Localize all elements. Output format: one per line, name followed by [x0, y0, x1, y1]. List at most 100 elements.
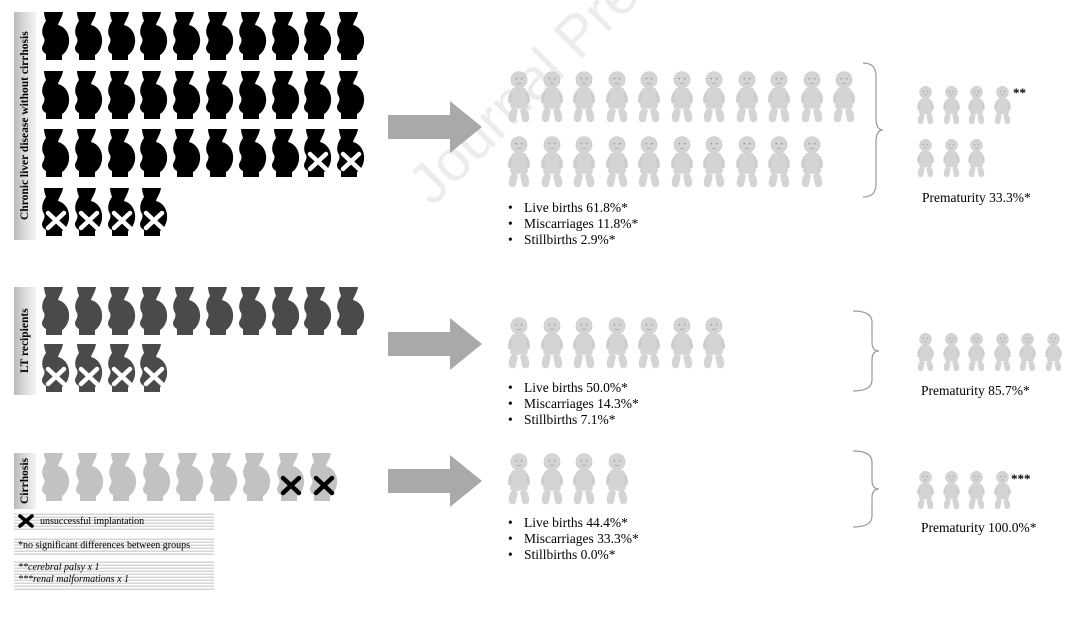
pregnancy-figure	[237, 12, 267, 65]
preterm-baby-figure	[1017, 330, 1038, 381]
pregnancy-figure	[204, 12, 234, 65]
stat-miscarriages: Miscarriages 11.8%*	[506, 216, 638, 232]
baby-figure	[505, 314, 533, 379]
preterm-baby-figure	[966, 136, 987, 187]
pregnancy-figure	[171, 12, 201, 65]
pregnancy-figure	[237, 70, 267, 124]
legend-unsuccessful-text: unsuccessful implantation	[40, 515, 145, 527]
baby-figure	[635, 133, 663, 198]
pregnancy-figure	[208, 453, 238, 506]
stats-list-chronic: Live births 61.8%* Miscarriages 11.8%* S…	[506, 200, 638, 248]
preterm-baby-figure	[941, 468, 962, 519]
preterm-baby-figure	[915, 83, 936, 134]
pregnancy-figure-unsuccessful	[40, 344, 70, 397]
pregnancy-figure	[73, 129, 103, 182]
baby-figure	[538, 133, 566, 198]
pregnancy-figure	[40, 129, 70, 182]
stat-stillbirths: Stillbirths 2.9%*	[506, 232, 638, 248]
pregnancy-figure	[138, 129, 168, 182]
pregnancy-figure	[335, 70, 365, 124]
pregnancy-figure	[40, 287, 70, 340]
pregnancy-figure	[40, 453, 70, 506]
pregnancy-figure	[73, 12, 103, 65]
pregnancy-figure	[204, 129, 234, 182]
brace-cirrhosis	[852, 450, 880, 528]
pregnancy-figure-unsuccessful	[302, 129, 332, 182]
preterm-baby-figure	[915, 468, 936, 519]
stat-miscarriages: Miscarriages 14.3%*	[506, 396, 639, 412]
baby-figure	[700, 133, 728, 198]
stat-stillbirths: Stillbirths 0.0%*	[506, 547, 639, 563]
pregnancy-figure	[40, 12, 70, 65]
baby-figure	[603, 68, 631, 133]
group-label-cirrhosis: Cirrhosis	[14, 453, 36, 509]
pregnancy-figure-unsuccessful	[308, 453, 338, 506]
baby-figure	[700, 68, 728, 133]
baby-figure	[538, 450, 566, 515]
pregnancy-figure	[270, 287, 300, 340]
preterm-baby-figure	[915, 136, 936, 187]
pregnancy-figure	[106, 12, 136, 65]
arrow-chronic	[388, 101, 482, 153]
preterm-baby-figure	[992, 330, 1013, 381]
preterm-baby-figure	[941, 330, 962, 381]
prematurity-lt: Prematurity 85.7%*	[921, 383, 1030, 398]
baby-figure	[505, 68, 533, 133]
baby-figure	[570, 450, 598, 515]
legend-no-sig-text: *no significant differences between grou…	[18, 540, 190, 551]
annotation-chronic: **	[1013, 85, 1026, 100]
baby-figure	[570, 133, 598, 198]
legend-note-cerebral: **cerebral palsy x 1	[18, 562, 100, 573]
pregnancy-figure	[241, 453, 271, 506]
pregnancy-figure	[302, 287, 332, 340]
legend-note-renal: ***renal malformations x 1	[18, 574, 130, 585]
pregnancy-figure	[204, 287, 234, 340]
baby-figure	[798, 133, 826, 198]
pregnancy-figure	[171, 129, 201, 182]
baby-figure	[603, 133, 631, 198]
pregnancy-figure	[270, 12, 300, 65]
arrow-lt	[388, 318, 482, 370]
baby-figure	[798, 68, 826, 133]
pregnancy-figure-unsuccessful	[73, 344, 103, 397]
baby-figure	[668, 314, 696, 379]
pregnancy-figure	[335, 12, 365, 65]
group-label-chronic: Chronic liver disease without cirrhosis	[14, 12, 36, 240]
baby-figure	[505, 133, 533, 198]
baby-figure	[603, 314, 631, 379]
baby-figure	[505, 450, 533, 515]
stat-live-births: Live births 61.8%*	[506, 200, 638, 216]
stat-live-births: Live births 50.0%*	[506, 380, 639, 396]
stat-miscarriages: Miscarriages 33.3%*	[506, 531, 639, 547]
cross-icon	[18, 514, 34, 528]
pregnancy-figure	[106, 70, 136, 124]
pregnancy-figure-unsuccessful	[138, 344, 168, 397]
pregnancy-figure-unsuccessful	[73, 187, 103, 241]
pregnancy-figure	[270, 70, 300, 124]
baby-figure	[635, 68, 663, 133]
pregnancy-figure	[106, 129, 136, 182]
pregnancy-figure-unsuccessful	[40, 187, 70, 241]
baby-figure	[603, 450, 631, 515]
baby-figure	[700, 314, 728, 379]
preterm-baby-figure	[966, 330, 987, 381]
preterm-baby-figure	[1043, 330, 1064, 381]
stat-stillbirths: Stillbirths 7.1%*	[506, 412, 639, 428]
baby-figure	[635, 314, 663, 379]
baby-figure	[765, 68, 793, 133]
pregnancy-figure-unsuccessful	[275, 453, 305, 506]
legend-unsuccessful: unsuccessful implantation	[14, 512, 214, 530]
prematurity-chronic: Prematurity 33.3%*	[922, 190, 1031, 205]
pregnancy-figure	[171, 70, 201, 124]
pregnancy-figure	[138, 12, 168, 65]
pregnancy-figure	[174, 453, 204, 506]
legend-no-significant: *no significant differences between grou…	[14, 537, 214, 555]
pregnancy-figure	[237, 287, 267, 340]
prematurity-cirrhosis: Prematurity 100.0%*	[921, 520, 1037, 535]
brace-lt	[852, 310, 880, 392]
pregnancy-figure	[270, 129, 300, 182]
baby-figure	[668, 68, 696, 133]
baby-figure	[570, 68, 598, 133]
pregnancy-figure-unsuccessful	[335, 129, 365, 182]
stats-list-cirrhosis: Live births 44.4%* Miscarriages 33.3%* S…	[506, 515, 639, 563]
